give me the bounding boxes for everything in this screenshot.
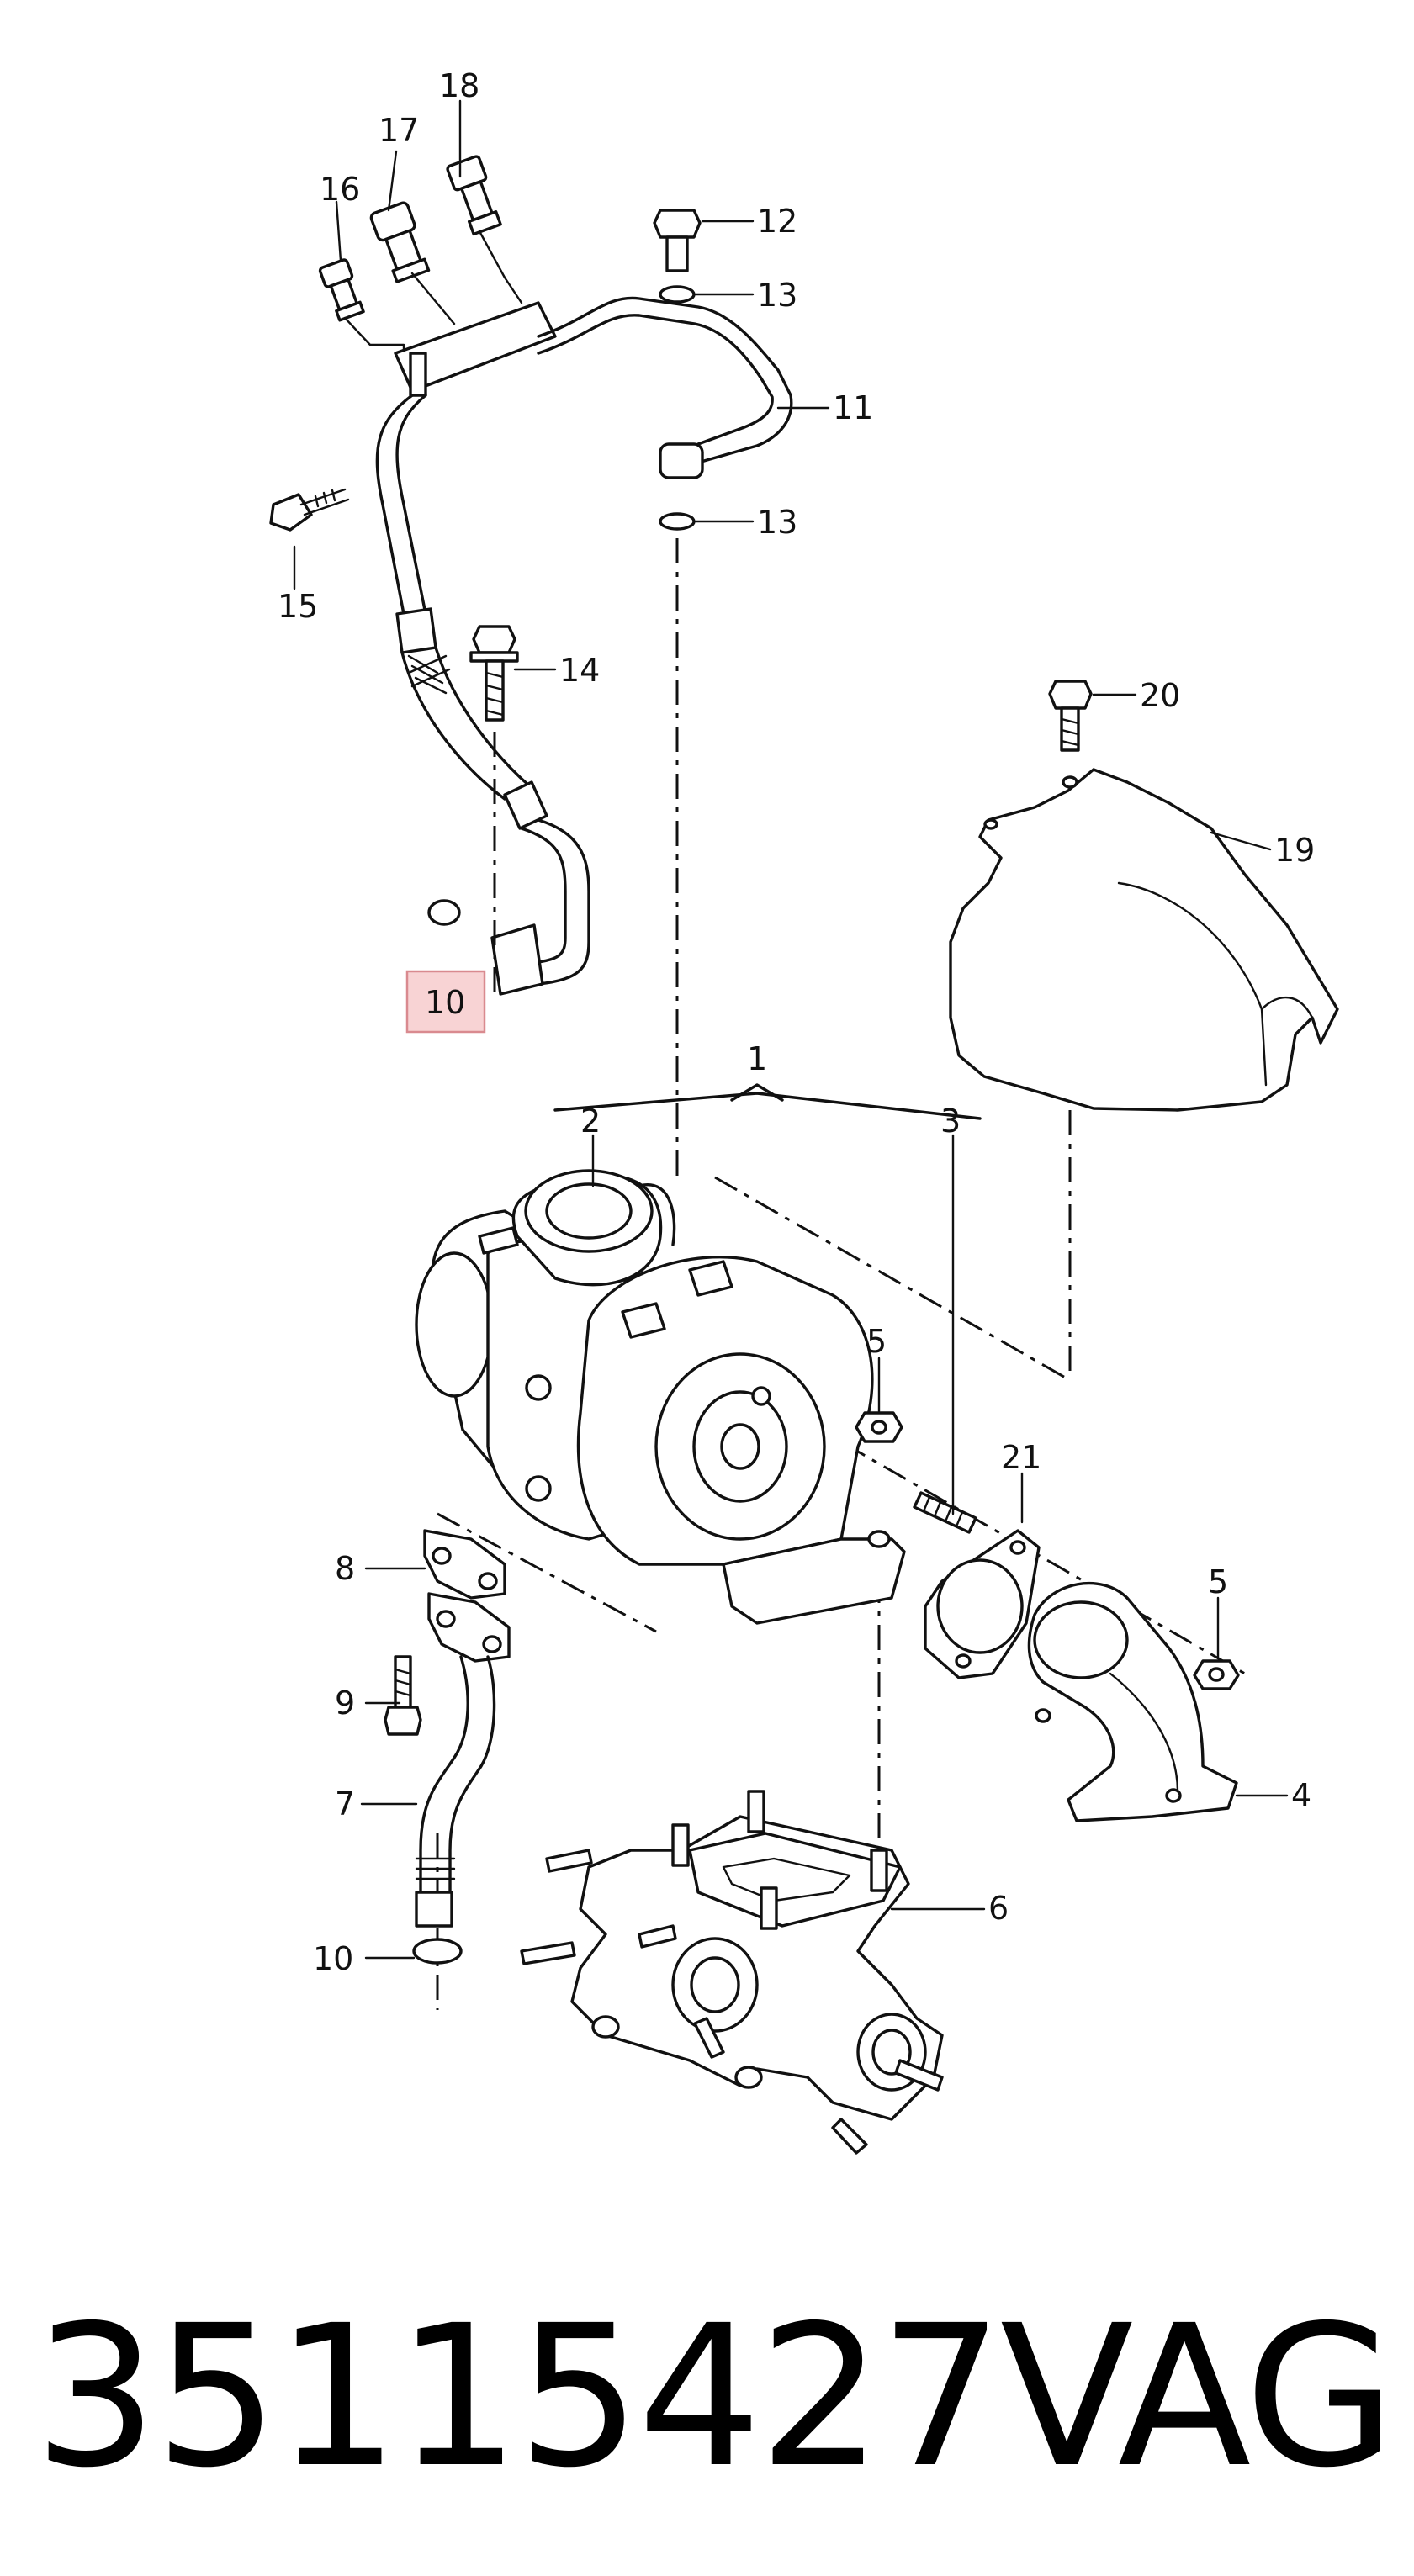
bolt-15 [269, 488, 350, 532]
banjo-bolt-12 [653, 209, 702, 531]
callout-3: 3 [940, 1103, 961, 1140]
banjo-bolt-14 [469, 625, 519, 722]
oil-return-pipe-7 [415, 1529, 511, 1928]
heat-shield-19 [949, 768, 1339, 1112]
callout-7: 7 [335, 1785, 355, 1822]
callout-10-lower: 10 [313, 1940, 353, 1977]
part-number: 35115427 [34, 2283, 1004, 2510]
callout-11: 11 [833, 389, 873, 426]
callout-13-upper: 13 [757, 277, 797, 314]
axis-line-oil-return [437, 1512, 657, 1633]
callout-1: 1 [747, 1040, 767, 1077]
callout-15: 15 [278, 588, 318, 625]
sensor-cluster [318, 155, 523, 372]
footer: 35115427 VAG [34, 2271, 1395, 2523]
stud-3 [913, 1491, 977, 1534]
nut-5-lower [1193, 1659, 1240, 1690]
turbocharger-exploded-diagram: 18 17 16 12 13 11 13 15 14 20 19 10 1 2 … [269, 67, 1339, 2155]
bolt-9 [384, 1655, 422, 1736]
callout-9: 9 [335, 1685, 355, 1722]
nut-5-upper [855, 1411, 903, 1443]
oil-feed-hose [375, 394, 590, 996]
callout-18: 18 [439, 67, 479, 104]
callout-6: 6 [988, 1890, 1009, 1927]
callout-17: 17 [379, 112, 419, 149]
pressure-pipe [394, 296, 793, 479]
axis-line-turbo-right [714, 1176, 1069, 1381]
turbocharger-1 [415, 1083, 982, 1625]
callout-21: 21 [1001, 1439, 1041, 1476]
callout-labels: 18 17 16 12 13 11 13 15 14 20 19 10 1 2 … [278, 67, 1315, 1977]
exhaust-manifold-6 [520, 1790, 944, 2155]
callout-14: 14 [559, 652, 600, 689]
callout-2: 2 [580, 1103, 601, 1140]
callout-20: 20 [1140, 677, 1180, 714]
callout-16: 16 [320, 171, 360, 208]
callout-19: 19 [1274, 832, 1315, 869]
callout-8: 8 [335, 1550, 355, 1587]
seal-ring-10-lower [412, 1938, 463, 1965]
seal-ring-10-upper [427, 899, 461, 926]
callout-4: 4 [1291, 1777, 1311, 1814]
callout-13-lower: 13 [757, 504, 797, 541]
callout-5-upper: 5 [866, 1323, 887, 1360]
callout-10-highlighted: 10 [425, 984, 465, 1021]
callout-5-lower: 5 [1208, 1563, 1228, 1600]
exhaust-elbow-4 [1027, 1581, 1238, 1822]
highlight-box-10 [405, 970, 486, 1034]
callout-12: 12 [757, 203, 797, 240]
leader-lines [293, 99, 1289, 1960]
brand-name: VAG [999, 2283, 1395, 2510]
gasket-21 [924, 1529, 1041, 1679]
bolt-20 [1048, 680, 1093, 752]
